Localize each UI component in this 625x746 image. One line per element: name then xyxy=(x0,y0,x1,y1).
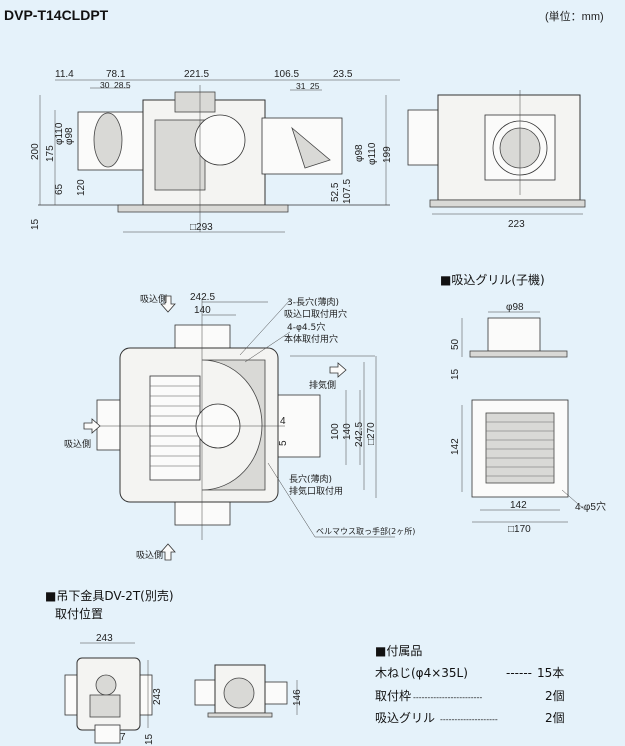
grille-h15: 15 xyxy=(450,368,461,380)
grille-w142: 142 xyxy=(510,500,527,511)
hanger-d15: 15 xyxy=(144,733,155,745)
dim-31: 31 xyxy=(296,81,306,91)
dim-221-5: 221.5 xyxy=(184,69,209,80)
dim-200: 200 xyxy=(30,143,41,160)
accessory-item: 吸込グリル -------------------- 2個 xyxy=(375,711,565,725)
dim-5: 5 xyxy=(278,440,289,446)
accessory-name: 取付枠 xyxy=(375,689,411,703)
note-hole-title: 4-φ4.5穴 xyxy=(287,321,325,333)
hanger-heading: ■吊下金具DV-2T(別売) xyxy=(45,588,174,603)
dim-65: 65 xyxy=(54,183,65,195)
accessory-qty: 15本 xyxy=(537,666,564,680)
dim-phi110-left: φ110 xyxy=(54,122,65,145)
intake-side-bottom-label: 吸込側 xyxy=(136,549,163,561)
side-view: 223 xyxy=(407,90,586,230)
dim-52-5: 52.5 xyxy=(330,182,341,202)
note-bellmouth: ベルマウス取っ手部(2ヶ所) xyxy=(316,526,415,536)
accessories-heading: ■付属品 xyxy=(375,644,422,658)
dim-78-1: 78.1 xyxy=(106,69,126,80)
note-exhaust-slot-title: 長穴(薄肉) xyxy=(289,473,332,485)
hanger-sub: 取付位置 xyxy=(55,606,103,621)
plan-view: 吸込側 吸込側 吸込側 排気側 242.5 140 3-長穴(薄肉) 吸込口取付… xyxy=(64,292,415,561)
dim-199: 199 xyxy=(382,146,393,163)
dim-223: 223 xyxy=(508,219,525,230)
note-hole-desc: 本体取付用穴 xyxy=(284,333,338,345)
accessory-name: 木ねじ(φ4×35L) xyxy=(375,666,468,680)
unit-label: (単位：mm) xyxy=(545,9,604,23)
dim-4: 4 xyxy=(280,416,286,427)
hanger-h243: 243 xyxy=(152,688,163,705)
intake-side-left-label: 吸込側 xyxy=(64,438,91,450)
exhaust-side-label: 排気側 xyxy=(309,379,336,391)
accessory-name: 吸込グリル xyxy=(375,711,435,725)
dim-242-5-v: 242.5 xyxy=(354,422,365,447)
accessory-leader: -------------------- xyxy=(440,715,498,724)
grille-h142: 142 xyxy=(450,438,461,455)
accessories-list: ■付属品 木ねじ(φ4×35L) ------ 15本 取付枠 --------… xyxy=(375,644,565,725)
dim-120: 120 xyxy=(76,179,87,196)
grille-dia: φ98 xyxy=(506,302,524,313)
dim-23-5: 23.5 xyxy=(333,69,353,80)
dim-phi110-right: φ110 xyxy=(367,142,378,165)
accessory-leader: ------ xyxy=(506,666,532,680)
dim-175: 175 xyxy=(45,145,56,162)
dim-100: 100 xyxy=(330,423,341,440)
hanger-w243: 243 xyxy=(96,633,113,644)
model-title: DVP-T14CLDPT xyxy=(4,7,109,23)
hanger-view: ■吊下金具DV-2T(別売) 取付位置 243 243 7 15 146 xyxy=(45,588,303,745)
front-view: 11.4 78.1 30 28.5 221.5 106.5 23.5 31 25… xyxy=(30,69,400,233)
dim-phi98-left: φ98 xyxy=(64,127,75,145)
intake-side-top-label: 吸込側 xyxy=(140,293,167,305)
dim-25: 25 xyxy=(310,81,320,91)
hanger-h146: 146 xyxy=(292,689,303,706)
accessory-item: 取付枠 ------------------------ 2個 xyxy=(375,689,565,703)
dim-15: 15 xyxy=(30,218,41,230)
dim-140-v: 140 xyxy=(342,423,353,440)
grille-view: ■吸込グリル(子機) φ98 50 15 142 142 □170 4-φ5穴 xyxy=(440,272,606,535)
dim-30: 30 xyxy=(100,80,110,90)
dim-11-4: 11.4 xyxy=(55,69,74,80)
note-slot-title: 3-長穴(薄肉) xyxy=(287,296,339,308)
dim-293: □293 xyxy=(190,222,213,233)
dim-107-5: 107.5 xyxy=(342,179,353,204)
accessory-qty: 2個 xyxy=(545,689,565,703)
grille-h50: 50 xyxy=(450,338,461,350)
dim-140-h: 140 xyxy=(194,305,211,316)
dim-242-5-h: 242.5 xyxy=(190,292,215,303)
grille-heading: ■吸込グリル(子機) xyxy=(440,272,545,287)
grille-w170: □170 xyxy=(508,524,531,535)
dim-phi98-right: φ98 xyxy=(354,144,365,162)
dim-28-5: 28.5 xyxy=(114,80,131,90)
accessory-leader: ------------------------ xyxy=(413,693,482,702)
note-exhaust-slot-desc: 排気口取付用 xyxy=(289,485,343,497)
dim-270: □270 xyxy=(366,422,377,445)
hanger-d7: 7 xyxy=(120,732,126,743)
dim-106-5: 106.5 xyxy=(274,69,299,80)
accessory-item: 木ねじ(φ4×35L) ------ 15本 xyxy=(375,666,564,680)
grille-holes: 4-φ5穴 xyxy=(575,500,606,513)
note-slot-desc: 吸込口取付用穴 xyxy=(284,308,347,320)
accessory-qty: 2個 xyxy=(545,711,565,725)
